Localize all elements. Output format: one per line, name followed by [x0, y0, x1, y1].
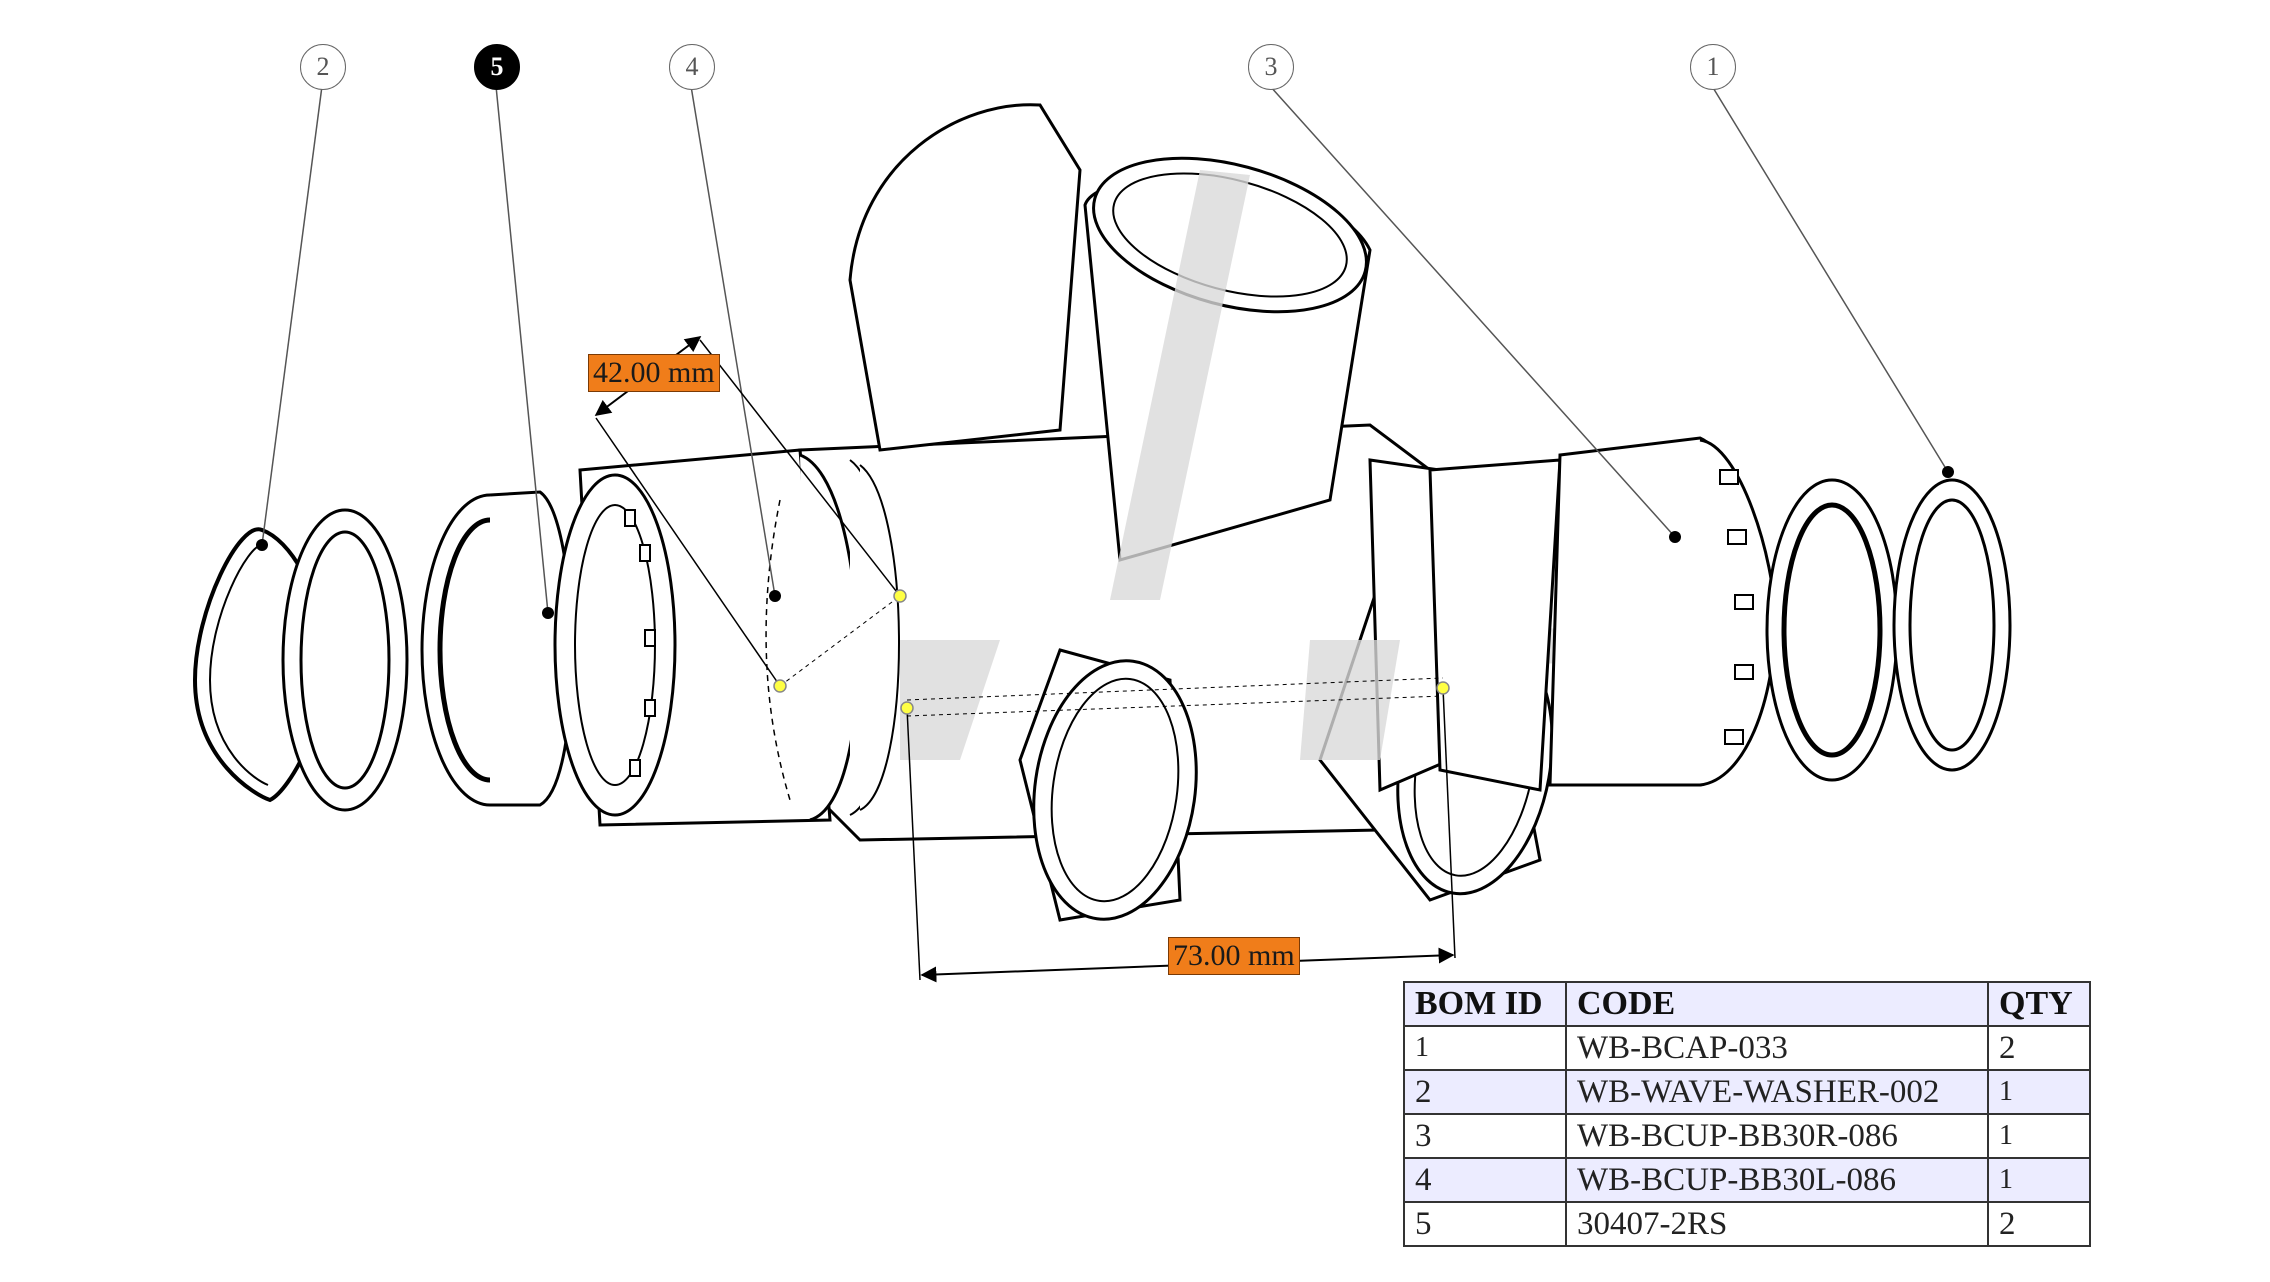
bom-cell-qty: 2 [1987, 1201, 2091, 1247]
bom-table: BOM ID CODE QTY 1 WB-BCAP-033 2 2 WB-WAV… [1403, 981, 2091, 1247]
callout-3[interactable]: 3 [1248, 44, 1294, 90]
callout-1[interactable]: 1 [1690, 44, 1736, 90]
leader-dots [256, 466, 1954, 619]
callout-2[interactable]: 2 [300, 44, 346, 90]
bom-row[interactable]: 3 WB-BCUP-BB30R-086 1 [1403, 1113, 2091, 1159]
bom-cell-code: 30407-2RS [1565, 1201, 1989, 1247]
bom-cell-id: 2 [1403, 1069, 1567, 1115]
bom-header-row: BOM ID CODE QTY [1403, 981, 2091, 1027]
bom-header-qty: QTY [1987, 981, 2091, 1027]
dimension-label-42mm[interactable]: 42.00 mm [588, 354, 720, 392]
leader-lines [261, 85, 1949, 614]
bom-cell-code: WB-BCAP-033 [1565, 1025, 1989, 1071]
bom-header-code: CODE [1565, 981, 1989, 1027]
right-parts [1428, 436, 2012, 792]
bom-row[interactable]: 4 WB-BCUP-BB30L-086 1 [1403, 1157, 2091, 1203]
left-parts [192, 448, 900, 827]
bom-cell-qty: 1 [1987, 1069, 2091, 1115]
measurement-markers [773, 589, 1450, 715]
bom-row[interactable]: 5 30407-2RS 2 [1403, 1201, 2091, 1247]
dimension-label-73mm[interactable]: 73.00 mm [1168, 937, 1300, 975]
bom-cell-code: WB-WAVE-WASHER-002 [1565, 1069, 1989, 1115]
bom-cell-id: 1 [1403, 1025, 1567, 1071]
bom-cell-qty: 2 [1987, 1025, 2091, 1071]
bom-row[interactable]: 2 WB-WAVE-WASHER-002 1 [1403, 1069, 2091, 1115]
bom-cell-code: WB-BCUP-BB30R-086 [1565, 1113, 1989, 1159]
callout-5[interactable]: 5 [474, 44, 520, 90]
bom-cell-id: 5 [1403, 1201, 1567, 1247]
bom-row[interactable]: 1 WB-BCAP-033 2 [1403, 1025, 2091, 1071]
bom-cell-id: 3 [1403, 1113, 1567, 1159]
dimension-diameter [594, 336, 901, 687]
bom-cell-qty: 1 [1987, 1157, 2091, 1203]
bom-cell-qty: 1 [1987, 1113, 2091, 1159]
bom-cell-code: WB-BCUP-BB30L-086 [1565, 1157, 1989, 1203]
bom-cell-id: 4 [1403, 1157, 1567, 1203]
bom-header-id: BOM ID [1403, 981, 1567, 1027]
callout-4[interactable]: 4 [669, 44, 715, 90]
